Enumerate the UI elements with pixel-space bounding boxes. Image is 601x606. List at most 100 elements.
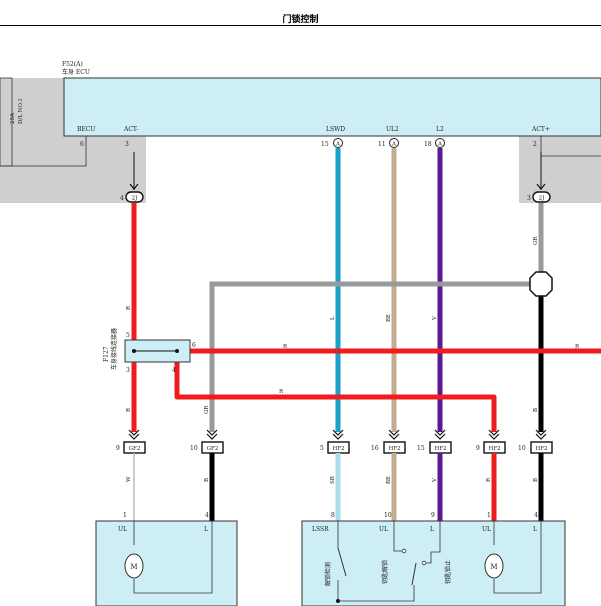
ecu-pin-name-act-plus: ACT+ <box>531 126 550 133</box>
pin-marker-ul2-label: A <box>391 142 397 148</box>
right-motor-icon <box>484 553 504 579</box>
junction-name: 车身接线连接器 <box>110 328 118 370</box>
ecu-pin-name-l2: L2 <box>436 126 444 133</box>
right-actuator-pin-1: 8 <box>331 512 335 519</box>
wire-label-gr-left: GR <box>204 405 210 414</box>
plug-pin-2: 10 <box>190 445 198 452</box>
right-motor-lead-bottom <box>493 521 542 594</box>
j1-right-connector <box>532 191 551 203</box>
ecu-pin-name-lswd: LSWD <box>326 126 345 133</box>
left-actuator-pin-l: 4 <box>205 512 209 519</box>
unlock-detect-switch <box>337 547 347 577</box>
right-actuator-label-1: LSSR <box>312 526 329 533</box>
j1-left-id: 2J <box>132 196 138 202</box>
junction-node-right <box>175 349 179 353</box>
key-unlock-contact <box>401 548 407 554</box>
right-actuator-box <box>301 520 566 606</box>
left-motor-lead-bottom <box>133 521 213 594</box>
key-lock-contact <box>421 560 427 566</box>
key-lock-lead <box>426 521 441 564</box>
plug-id-7: HF2 <box>535 446 547 452</box>
ecu-pin-number-act-plus: 2 <box>533 141 537 148</box>
plug-chevron-2 <box>206 429 218 440</box>
wire-gr-loop <box>209 281 531 432</box>
right-actuator-pin-3: 9 <box>431 512 435 519</box>
plug-pin-3: 5 <box>320 445 324 452</box>
plug-chevron-1 <box>128 429 140 440</box>
wire-label-b-far: B <box>533 478 539 482</box>
plug-pin-1: 9 <box>116 445 120 452</box>
fuse-frame <box>0 78 64 203</box>
right-actuator-label-4: UL <box>482 526 491 533</box>
plug-id-3: HF2 <box>332 446 344 452</box>
j1-left-connector <box>125 191 144 203</box>
switch-unlock-detect-label: 解锁检测 <box>324 562 332 586</box>
right-actuator-label-5: L <box>533 526 537 533</box>
plug-pin-7: 10 <box>518 445 526 452</box>
plug-chevron-4 <box>388 429 400 440</box>
pin-marker-ul2 <box>389 138 399 148</box>
ecu-pin-name-ul2: UL2 <box>386 126 399 133</box>
splice-octagon <box>529 271 553 297</box>
left-actuator-label-l: L <box>204 526 208 533</box>
ecu-code: F52(A) <box>62 61 83 68</box>
plug-pin-6: 9 <box>476 445 480 452</box>
plug-chevron-3 <box>332 429 344 440</box>
wire-label-r-lower: R <box>279 389 284 395</box>
ecu-name: 车身 ECU <box>62 68 90 76</box>
ecu-body <box>63 77 601 137</box>
wire-label-r-main: R <box>283 344 288 350</box>
wire-label-r-right-lower: R <box>486 477 492 482</box>
ecu-pin-number-act-minus: 3 <box>125 141 129 148</box>
pin-marker-lswd <box>333 138 343 148</box>
wire-label-b-left: B <box>204 478 210 482</box>
j1-right-id: 2J <box>539 196 545 202</box>
plug-pin-5: 15 <box>417 445 425 452</box>
pin-marker-l2-label: A <box>437 142 443 148</box>
j1-right-chevron <box>536 183 546 190</box>
plug-pin-4: 16 <box>371 445 379 452</box>
plug-id-5: HF2 <box>434 446 446 452</box>
wire-label-gr-right: GR <box>533 236 539 245</box>
right-actuator-label-3: L <box>430 526 434 533</box>
pin-marker-l2 <box>435 138 445 148</box>
junction-pin-6: 6 <box>192 342 196 349</box>
key-ground-lead <box>338 585 415 602</box>
junction-node-left <box>132 349 136 353</box>
wire-label-r-left-upper: R <box>126 305 132 310</box>
ecu-pin-number-ul2: 11 <box>378 141 386 148</box>
page-title: 门锁控制 <box>282 15 319 25</box>
wire-label-r-main-end: R <box>575 344 580 350</box>
plug-id-2: GF2 <box>207 446 219 452</box>
ecu-right-frame <box>519 136 601 203</box>
plug-id-1: GF2 <box>129 446 141 452</box>
title-rule <box>0 25 601 26</box>
plug-id-4: HF2 <box>388 446 400 452</box>
left-actuator-label-ul: UL <box>118 526 127 533</box>
left-actuator-pin-ul: 1 <box>123 512 127 519</box>
j1-right-pin: 3 <box>527 195 531 202</box>
ecu-pin-number-lswd: 15 <box>321 141 329 148</box>
wire-label-b-right: B <box>533 408 539 412</box>
fuse-rating: 25A <box>10 112 16 124</box>
right-motor-label: M <box>490 563 497 571</box>
junction-pin-4: 4 <box>172 367 176 374</box>
key-unlock-lead <box>393 521 402 552</box>
becu-line <box>0 136 87 167</box>
j1-left-pin: 4 <box>120 195 124 202</box>
j1-left-chevron <box>129 183 139 190</box>
wire-label-v-lower: V <box>432 477 438 483</box>
ecu-pin-number-becu: 6 <box>80 141 84 148</box>
left-motor-label: M <box>130 563 137 571</box>
right-actuator-pin-5: 4 <box>534 512 538 519</box>
key-switch-blade <box>411 562 417 586</box>
left-motor-icon <box>124 553 144 579</box>
left-actuator-box <box>95 520 238 606</box>
right-actuator-label-2: UL <box>379 526 388 533</box>
junction-pin-5: 5 <box>126 332 130 339</box>
ecu-pin-number-l2: 18 <box>424 141 432 148</box>
plug-chevron-6 <box>488 429 500 440</box>
switch-key-unlock-label: 钥匙解锁 <box>381 560 389 584</box>
right-actuator-pin-2: 10 <box>384 512 392 519</box>
